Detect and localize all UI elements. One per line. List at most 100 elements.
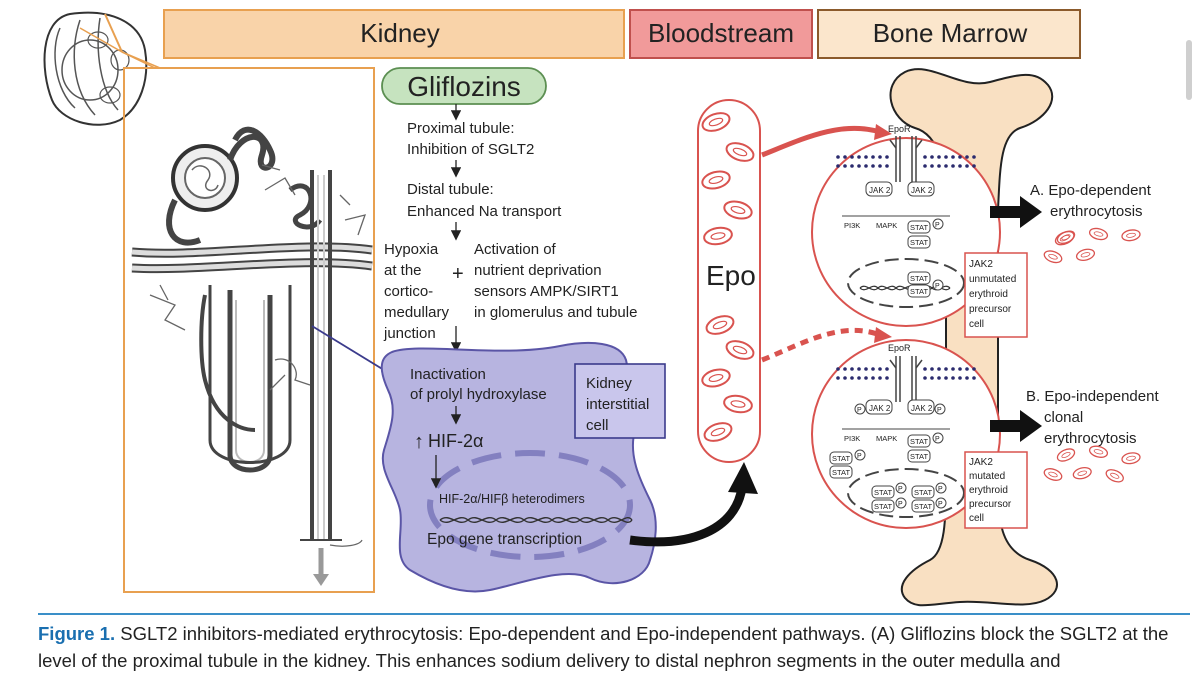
stat-a-1: STAT (910, 223, 928, 232)
hypoxia-line-4: medullary (384, 304, 450, 321)
mutated-line-1: JAK2 (969, 457, 993, 468)
bone-marrow-header: Bone Marrow (817, 9, 1081, 59)
unmutated-line-3: erythroid (969, 289, 1008, 300)
step2-title: Distal tubule: (407, 181, 494, 198)
p-b-5: P (898, 486, 903, 493)
unmutated-line-1: JAK2 (969, 259, 993, 270)
p-a-2: P (935, 283, 940, 290)
hif-up-arrow: ↑ (414, 431, 424, 453)
p-b-6: P (898, 501, 903, 508)
bone-marrow-header-label: Bone Marrow (873, 18, 1028, 48)
step1-detail: Inhibition of SGLT2 (407, 141, 534, 158)
activation-line-1: Activation of (474, 241, 557, 258)
cell-label-box (574, 363, 666, 439)
caption-lead: Figure 1. (38, 623, 116, 644)
caption-line-2: at the level of the proximal tubule in t… (38, 623, 1169, 671)
outcome-a: A. Epo-dependent erythrocytosis (1030, 182, 1152, 220)
pi3k-a: PI3K (844, 221, 860, 230)
rbc-cluster-b-cells (1042, 443, 1142, 486)
epor-label-a: EpoR (888, 124, 911, 134)
heterodimers-label: HIF-2α/HIFβ heterodimers (439, 492, 585, 506)
outcome-a-arrow (990, 196, 1042, 228)
epo-release-arrow (629, 487, 747, 547)
p-b-1: P (857, 407, 862, 414)
unmutated-line-5: cell (969, 319, 984, 330)
blood-vessel: Epo (697, 99, 761, 463)
p-a-1: P (935, 222, 940, 229)
hypoxia-line-3: cortico- (384, 283, 433, 300)
stat-b-7: STAT (914, 488, 932, 497)
figure-caption: Figure 1. SGLT2 inhibitors-mediated eryt… (38, 620, 1188, 674)
nucleus-outline (427, 450, 633, 560)
step1-title: Proximal tubule: (407, 120, 515, 137)
jak2-right-b: JAK 2 (911, 404, 933, 413)
mapk-b: MAPK (876, 434, 897, 443)
kidney-interstitial-cell: Inactivation of prolyl hydroxylase ↑ HIF… (380, 341, 666, 593)
kidney-thumbnail-icon (43, 11, 161, 126)
caption-rule (38, 613, 1190, 615)
p-b-8: P (938, 501, 943, 508)
p-b-3: P (935, 436, 940, 443)
plus-sign: + (452, 263, 464, 285)
p-b-2: P (937, 407, 942, 414)
activation-line-4: in glomerulus and tubule (474, 304, 637, 321)
hypoxia-line-1: Hypoxia (384, 241, 439, 258)
mapk-a: MAPK (876, 221, 897, 230)
p-b-7: P (938, 486, 943, 493)
outcome-b: B. Epo-independent clonal erythrocytosis (1026, 388, 1159, 447)
epor-label-b: EpoR (888, 343, 911, 353)
outcome-b-line-2: clonal (1044, 409, 1083, 426)
gliflozins-label: Gliflozins (407, 71, 521, 102)
bloodstream-header: Bloodstream (629, 9, 813, 59)
outcome-b-arrow (990, 410, 1042, 442)
stat-b-3: STAT (832, 454, 850, 463)
stat-a-4: STAT (910, 287, 928, 296)
cell-label-line-3: cell (586, 417, 609, 434)
stat-a-2: STAT (910, 238, 928, 247)
stat-b-1: STAT (910, 437, 928, 446)
stat-b-2: STAT (910, 452, 928, 461)
jak2-left-b: JAK 2 (869, 404, 891, 413)
inactivation-line-2: of prolyl hydroxylase (410, 386, 547, 403)
p-b-4: P (857, 453, 862, 460)
jak2-left-a: JAK 2 (869, 186, 891, 195)
activation-line-3: sensors AMPK/SIRT1 (474, 283, 619, 300)
unmutated-line-4: precursor (969, 304, 1012, 315)
bloodstream-header-label: Bloodstream (648, 18, 794, 48)
unmutated-box: JAK2 unmutated erythroid precursor cell (964, 252, 1028, 338)
kidney-header: Kidney (163, 9, 625, 59)
transcription-label: Epo gene transcription (427, 531, 582, 548)
nephron-panel (121, 51, 375, 593)
kidney-header-label: Kidney (360, 18, 440, 48)
scrollbar-thumb[interactable] (1186, 40, 1192, 100)
cell-label-line-1: Kidney (586, 375, 632, 392)
precursor-cell-b: EpoR P JAK 2 JAK 2 P PI3K MAPK STAT P ST… (811, 339, 1001, 529)
stat-b-4: STAT (832, 468, 850, 477)
mutated-line-4: precursor (969, 499, 1012, 510)
outcome-b-line-1: B. Epo-independent (1026, 388, 1159, 405)
cell-label-line-2: interstitial (586, 396, 649, 413)
rbc-cluster-a-cells (1042, 225, 1142, 266)
mutated-line-3: erythroid (969, 485, 1008, 496)
stat-b-6: STAT (874, 502, 892, 511)
epo-label: Epo (706, 260, 756, 291)
stat-a-3: STAT (910, 274, 928, 283)
hif-label: HIF-2α (428, 431, 483, 451)
hypoxia-line-2: at the (384, 262, 422, 279)
jak2-right-a: JAK 2 (911, 186, 933, 195)
stat-b-5: STAT (874, 488, 892, 497)
epo-dashed-arrow (761, 327, 881, 363)
outcome-b-line-3: erythrocytosis (1044, 430, 1137, 447)
activation-line-2: nutrient deprivation (474, 262, 602, 279)
stat-b-8: STAT (914, 502, 932, 511)
pathway-steps: Proximal tubule: Inhibition of SGLT2 Dis… (383, 104, 637, 353)
gliflozins-badge: Gliflozins (381, 67, 547, 105)
precursor-cell-a: EpoR JAK 2 JAK 2 PI3K MAPK STAT P STAT S… (811, 124, 1001, 327)
mutated-line-5: cell (969, 513, 984, 524)
caption-line-1: SGLT2 inhibitors-mediated erythrocytosis… (120, 623, 1118, 644)
inactivation-line-1: Inactivation (410, 366, 486, 383)
unmutated-line-2: unmutated (969, 274, 1016, 285)
step2-detail: Enhanced Na transport (407, 203, 562, 220)
outcome-a-line-1: A. Epo-dependent (1030, 182, 1152, 199)
